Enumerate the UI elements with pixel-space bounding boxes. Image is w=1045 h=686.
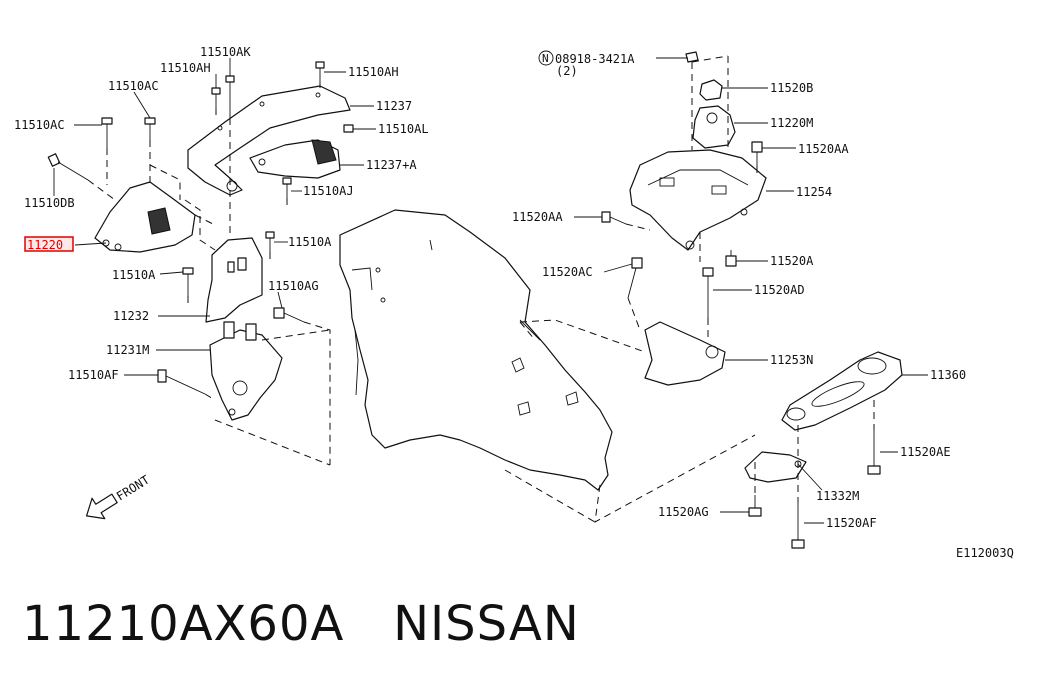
mount-11220 (94, 181, 196, 253)
label-11520ac: 11520AC (542, 265, 593, 279)
leader-lines-right (574, 57, 928, 524)
bolt-11520af (791, 502, 805, 549)
bracket-11237-a (249, 139, 341, 179)
label-11510db: 11510DB (24, 196, 75, 210)
dashed-guides-right (625, 55, 875, 502)
label-08918-qty: (2) (556, 64, 578, 78)
label-11520aa-b: 11520AA (512, 210, 563, 224)
caption-brand: NISSAN (393, 596, 580, 652)
bracket-11254 (629, 149, 767, 251)
bracket-11253n (644, 321, 726, 386)
bolt-11510ac-b (144, 117, 156, 140)
bolt-11520aa-top (751, 141, 763, 166)
label-08918-3421a: 08918-3421A (555, 52, 635, 66)
label-11254: 11254 (796, 185, 832, 199)
label-11510al: 11510AL (378, 122, 429, 136)
bracket-11232 (205, 237, 263, 323)
label-11360: 11360 (930, 368, 966, 382)
label-11510a-b: 11510A (288, 235, 332, 249)
caption-part-number: 11210AX60A (22, 596, 345, 652)
bolt-11510ag (273, 307, 305, 323)
label-11520aa-a: 11520AA (798, 142, 849, 156)
dashed-guides-engine (504, 319, 756, 523)
front-arrow: FRONT (85, 473, 152, 520)
n-symbol: N (542, 52, 549, 65)
bracket-11237 (187, 85, 351, 196)
bolt-11520ad (702, 267, 714, 318)
label-11220[interactable]: 11220 (27, 238, 63, 252)
bolt-11520ag (748, 495, 762, 517)
highlighted-part-11220[interactable]: 11220 (24, 236, 74, 252)
bolt-11520aa-left (601, 211, 627, 225)
label-11510a-a: 11510A (112, 268, 156, 282)
torque-rod-11360 (781, 351, 903, 431)
bolt-08918-3421a (685, 51, 699, 63)
dashed-guides-left (87, 82, 331, 466)
bolt-11510af (157, 369, 206, 395)
bracket-11332m (744, 451, 807, 483)
front-label: FRONT (114, 473, 152, 504)
label-11510ah-b: 11510AH (348, 65, 399, 79)
n-symbol-circle (538, 50, 554, 66)
bolt-11510a-a (182, 267, 194, 296)
label-11510ac-a: 11510AC (14, 118, 65, 132)
engine-block (339, 209, 613, 491)
label-11510ah-a: 11510AH (160, 61, 211, 75)
nut-11520b (699, 79, 723, 101)
bolt-11510a-b (265, 231, 275, 252)
label-11520ag: 11520AG (658, 505, 709, 519)
bolt-11510ak (225, 75, 235, 118)
bolt-11510ah-right (315, 61, 325, 82)
label-11510ak: 11510AK (200, 45, 251, 59)
label-11510af: 11510AF (68, 368, 119, 382)
bolt-11520ac (627, 257, 643, 299)
label-11220m: 11220M (770, 116, 813, 130)
bolt-11510db (47, 153, 89, 181)
bolt-11510ac-a (101, 117, 113, 148)
label-11332m: 11332M (816, 489, 859, 503)
mount-11220m (692, 105, 736, 149)
bolt-11510aj (282, 177, 292, 198)
label-11520a: 11520A (770, 254, 814, 268)
figure-code: E112003Q (956, 546, 1014, 560)
bolt-11510al (343, 124, 354, 133)
label-11520af: 11520AF (826, 516, 877, 530)
bolt-11520ae (867, 430, 881, 475)
bracket-11231m (209, 321, 283, 421)
label-11237-a: 11237+A (366, 158, 417, 172)
label-11253n: 11253N (770, 353, 813, 367)
label-11510ag: 11510AG (268, 279, 319, 293)
leader-lines-left (53, 58, 376, 376)
label-11232: 11232 (113, 309, 149, 323)
bolt-11510ah-left (211, 87, 221, 108)
caption: 11210AX60A NISSAN (22, 596, 580, 652)
label-11231m: 11231M (106, 343, 149, 357)
label-11520ae: 11520AE (900, 445, 951, 459)
label-11510ac-b: 11510AC (108, 79, 159, 93)
label-11520b: 11520B (770, 81, 813, 95)
label-11520ad: 11520AD (754, 283, 805, 297)
label-11510aj: 11510AJ (303, 184, 354, 198)
bolt-11520a (725, 250, 737, 267)
highlight-box (24, 236, 74, 252)
label-11237: 11237 (376, 99, 412, 113)
